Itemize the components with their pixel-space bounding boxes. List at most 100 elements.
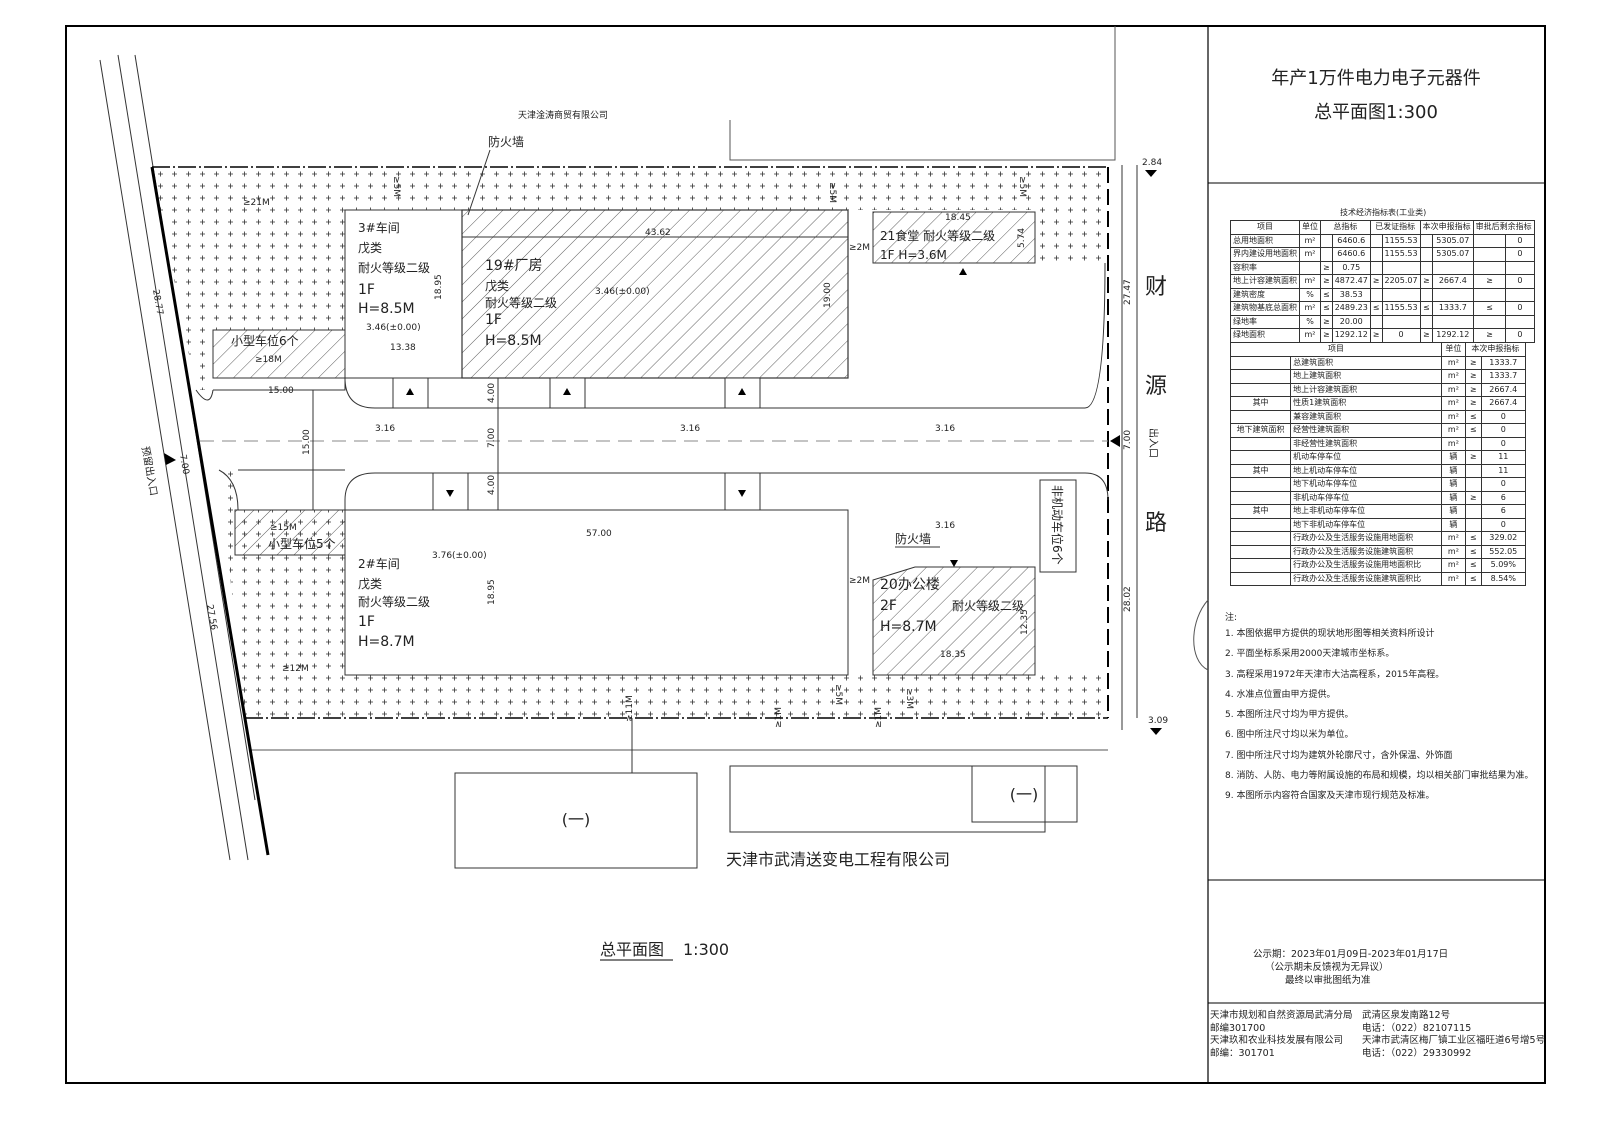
table-cell [1381,260,1421,275]
table-cell: 0 [1505,328,1535,343]
table-cell [1320,233,1333,248]
svg-text:28.77: 28.77 [150,289,164,316]
publicity-note: （公示期未反馈视为无异议） [1265,962,1389,973]
table-cell [1229,450,1292,465]
table-cell: 地下建筑面积 [1229,423,1292,438]
svg-text:非机动车位6个: 非机动车位6个 [1050,485,1065,565]
svg-text:≥1M: ≥1M [774,707,784,728]
svg-text:3#车间: 3#车间 [358,220,400,235]
table-cell: 0.75 [1331,260,1371,275]
table-cell: ≥ [1320,314,1333,329]
table-cell [1369,247,1383,262]
table-cell [1464,504,1482,519]
svg-text:戊类: 戊类 [485,279,509,293]
table-cell: ≥ [1320,260,1333,275]
table-cell: 8.54% [1480,571,1527,586]
svg-text:H=8.7M: H=8.7M [880,619,937,635]
svg-text:≥21M: ≥21M [243,198,270,208]
svg-text:1F: 1F [358,282,375,298]
contact-text: 电话：（022）29330992 [1362,1047,1472,1059]
table-cell: 行政办公及生活服务设施用地面积比 [1290,558,1443,573]
svg-text:15.00: 15.00 [268,386,294,396]
table-cell: 1155.53 [1381,247,1421,262]
table-cell: 地上计容建筑面积 [1290,382,1443,397]
table-cell [1369,233,1383,248]
table-cell [1472,233,1507,248]
table-cell: 0 [1381,328,1421,343]
note-item: 4. 水准点位置由甲方提供。 [1225,689,1336,700]
table-cell: ≥ [1369,328,1383,343]
table-cell [1419,260,1434,275]
header-cell: 单位 [1441,342,1466,357]
svg-text:≥15M: ≥15M [270,523,297,533]
svg-text:耐火等级二级: 耐火等级二级 [358,261,430,275]
table-cell [1229,355,1292,370]
note-item: 9. 本图所示内容符合国家及天津市现行规范及标准。 [1225,791,1435,802]
table-cell: 辆 [1441,477,1466,492]
table-cell [1432,314,1474,329]
table-cell: 地上计容建筑面积 [1230,274,1300,289]
table-row: 容积率≥0.75 [1230,260,1535,275]
svg-text:19#厂房: 19#厂房 [485,258,543,274]
table-cell: 建筑物基底总面积 [1230,301,1300,316]
note-item: 8. 消防、人防、电力等附属设施的布局和规模，均以相关部门审批结果为准。 [1225,771,1534,782]
table-cell [1464,517,1482,532]
road-north-curb [213,262,1106,409]
table-cell: 1292.12 [1432,328,1474,343]
svg-text:18.45: 18.45 [945,213,971,223]
table-cell [1472,287,1507,302]
header-cell: 项目 [1229,342,1443,357]
svg-text:3.46(±0.00): 3.46(±0.00) [595,287,650,297]
publicity-period: 公示期：2023年01月09日-2023年01月17日 [1253,949,1449,960]
table-cell [1229,490,1292,505]
svg-text:21食堂 耐火等级二级: 21食堂 耐火等级二级 [880,228,995,243]
table-cell: 地上非机动车停车位 [1290,504,1443,519]
svg-text:小型车位5个: 小型车位5个 [268,536,336,551]
svg-text:≥12M: ≥12M [282,664,309,674]
parking-small-north [212,329,346,379]
table-cell: m² [1441,396,1466,411]
svg-text:5.74: 5.74 [1017,228,1027,248]
table-cell: 绿地面积 [1230,328,1300,343]
table-cell [1419,314,1434,329]
svg-text:防火墙: 防火墙 [895,531,931,546]
table-cell [1369,314,1383,329]
table-row: 机动车停车位辆≥11 [1229,450,1527,465]
table-cell: ≤ [1464,571,1482,586]
table-cell: m² [1441,423,1466,438]
svg-text:4.00: 4.00 [487,475,497,495]
contact-row: 邮编：301701 电话：（022）29330992 [1210,1048,1545,1061]
svg-text:18.35: 18.35 [940,650,966,660]
svg-text:1F: 1F [485,312,502,328]
table-cell: 建筑密度 [1230,287,1300,302]
parking-small-south [234,509,346,556]
south-neighbor-building-c [971,765,1078,823]
table-cell: 11 [1480,463,1527,478]
table-cell: 非机动车停车位 [1290,490,1443,505]
table1-caption: 技术经济指标表(工业类) [1340,208,1427,217]
table-row: 绿地率%≥20.00 [1230,314,1535,329]
table-cell: ≤ [1464,423,1482,438]
table-cell: % [1299,287,1321,302]
table-cell: 辆 [1441,463,1466,478]
table-cell: 2205.07 [1381,274,1421,289]
svg-text:耐火等级二级: 耐火等级二级 [485,296,557,310]
svg-text:≥5M: ≥5M [1017,176,1027,197]
table-cell: 6 [1480,490,1527,505]
table-cell: m² [1441,571,1466,586]
svg-text:15.00: 15.00 [302,429,312,455]
table-cell: m² [1441,355,1466,370]
table-cell [1299,260,1321,275]
header-cell: 已发证指标 [1369,220,1421,235]
contact-text: 邮编：301701 [1210,1047,1275,1059]
building-20-label: 20办公楼 2F 耐火等级二级 H=8.7M 18.35 12.35 [880,577,1030,660]
